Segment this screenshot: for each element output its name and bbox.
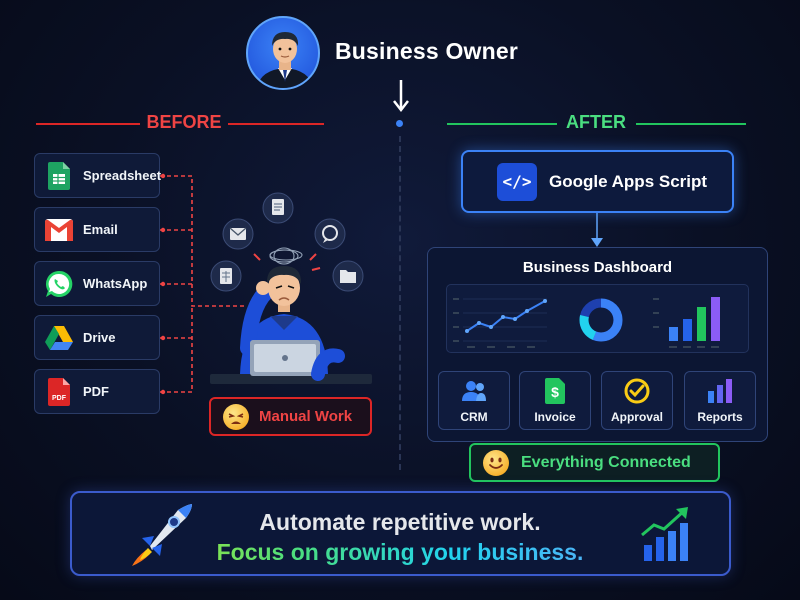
mini-donut-chart-icon (579, 298, 623, 342)
tool-whatsapp: WhatsApp (34, 261, 160, 306)
dashboard-mini-charts (453, 297, 720, 348)
manual-work-label: Manual Work (259, 408, 353, 425)
tool-email: Email (34, 207, 160, 252)
manual-work-badge: Manual Work (209, 397, 372, 436)
banner-subheadline: Focus on growing your business. (150, 539, 650, 566)
before-after-divider (399, 136, 401, 470)
module-approval: Approval (601, 371, 673, 430)
module-label: Reports (697, 409, 743, 424)
floating-folder-icon (332, 260, 364, 292)
pdf-icon-text: PDF (52, 395, 67, 402)
approval-check-icon (624, 378, 650, 404)
spreadsheet-icon (45, 161, 73, 190)
module-label: Invoice (534, 409, 576, 424)
mini-bar-chart-icon (653, 297, 720, 348)
banner-headline: Automate repetitive work. (259, 509, 541, 535)
tired-face-icon (223, 403, 249, 430)
down-arrow-icon (393, 80, 409, 113)
tool-label: WhatsApp (83, 276, 148, 291)
stressed-person-illustration (210, 192, 372, 384)
tool-pdf: PDF PDF (34, 369, 160, 414)
business-owner-title: Business Owner (335, 38, 519, 64)
module-crm: CRM (438, 371, 510, 430)
business-owner-avatar (246, 16, 320, 90)
everything-connected-label: Everything Connected (521, 453, 691, 471)
rocket-icon (132, 504, 192, 566)
after-section-label: AFTER (566, 112, 626, 132)
everything-connected-badge: Everything Connected (469, 443, 720, 482)
floating-email-icon (222, 218, 254, 250)
before-section-label: BEFORE (146, 112, 222, 132)
tool-label: Spreadsheet (83, 168, 162, 183)
floating-spreadsheet-icon (210, 260, 242, 292)
pdf-icon: PDF (45, 377, 73, 406)
google-apps-script-box: </> Google Apps Script (461, 150, 734, 213)
floating-document-icon (262, 192, 294, 224)
tool-drive: Drive (34, 315, 160, 360)
business-dashboard-title: Business Dashboard (522, 259, 673, 276)
floating-chat-icon (314, 218, 346, 250)
after-header-line-right (636, 123, 746, 125)
mini-line-chart-icon (453, 298, 547, 348)
module-label: CRM (460, 409, 488, 424)
dashboard-charts-panel (446, 284, 749, 353)
automation-banner (70, 491, 731, 576)
stress-marks (253, 253, 321, 271)
tool-label: Email (83, 222, 118, 237)
code-brackets-icon: </> (497, 162, 537, 201)
tool-spreadsheet: Spreadsheet (34, 153, 162, 198)
stress-scribble (269, 247, 303, 265)
before-header-line-right (228, 123, 324, 125)
reports-bar-icon (707, 378, 733, 404)
module-invoice: $ Invoice (519, 371, 591, 430)
google-apps-script-label: Google Apps Script (549, 171, 708, 191)
tool-label: Drive (83, 330, 116, 345)
gmail-icon (45, 216, 73, 244)
after-header-line-left (447, 123, 557, 125)
smiling-face-icon (483, 449, 509, 476)
module-label: Approval (610, 409, 663, 424)
invoice-dollar-icon: $ (542, 377, 568, 404)
crm-users-icon (461, 378, 487, 404)
module-reports: Reports (684, 371, 756, 430)
growth-chart-icon (641, 507, 688, 561)
tool-label: PDF (83, 384, 109, 399)
divider-dot (396, 120, 403, 127)
drive-icon (45, 324, 73, 352)
svg-text:$: $ (551, 384, 559, 400)
before-header-line-left (36, 123, 140, 125)
whatsapp-icon (45, 270, 73, 298)
